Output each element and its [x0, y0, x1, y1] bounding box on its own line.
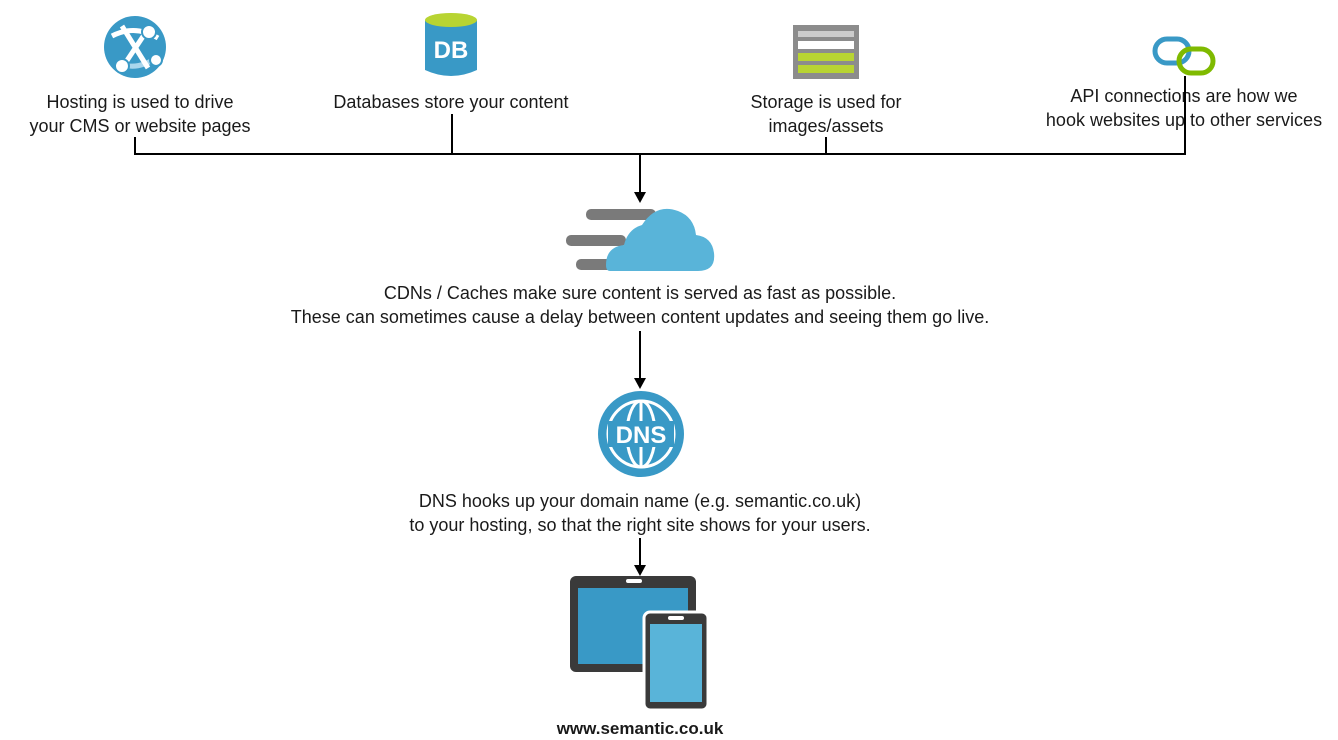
top-bus-line — [134, 153, 1186, 155]
storage-label-line2: images/assets — [768, 116, 884, 136]
dns-label-line1: DNS hooks up your domain name (e.g. sema… — [418, 491, 862, 511]
dns-to-devices-line — [639, 538, 641, 566]
storage-connector — [825, 137, 827, 155]
site-caption: www.semantic.co.uk — [556, 719, 724, 738]
dns-globe-icon: DNS — [598, 391, 684, 477]
dns-label-line2: to your hosting, so that the right site … — [409, 515, 871, 535]
cdn-label-line1: CDNs / Caches make sure content is serve… — [383, 283, 897, 303]
database-icon: DB — [425, 13, 477, 76]
api-connector — [1184, 76, 1186, 155]
databases-connector — [451, 114, 453, 155]
bus-to-cdn-arrow — [634, 192, 646, 203]
cdn-to-dns-line — [639, 331, 641, 379]
devices-icon — [570, 576, 710, 712]
storage-label-line1: Storage is used for — [750, 92, 902, 112]
cdn-to-dns-arrow — [634, 378, 646, 389]
storage-icon — [793, 25, 859, 79]
hosting-label-line1: Hosting is used to drive — [46, 92, 234, 112]
hosting-label-line2: your CMS or website pages — [29, 116, 251, 136]
link-icon — [1152, 36, 1216, 76]
databases-label: Databases store your content — [333, 92, 569, 112]
database-icon-text: DB — [434, 37, 469, 64]
web-app-icon — [104, 16, 166, 78]
api-label-line1: API connections are how we — [1070, 86, 1298, 106]
cdn-cloud-icon — [566, 208, 715, 271]
dns-icon-text: DNS — [616, 422, 667, 449]
dns-to-devices-arrow — [634, 565, 646, 576]
bus-to-cdn-line — [639, 155, 641, 193]
cdn-label-line2: These can sometimes cause a delay betwee… — [290, 307, 990, 327]
hosting-connector — [134, 137, 136, 155]
